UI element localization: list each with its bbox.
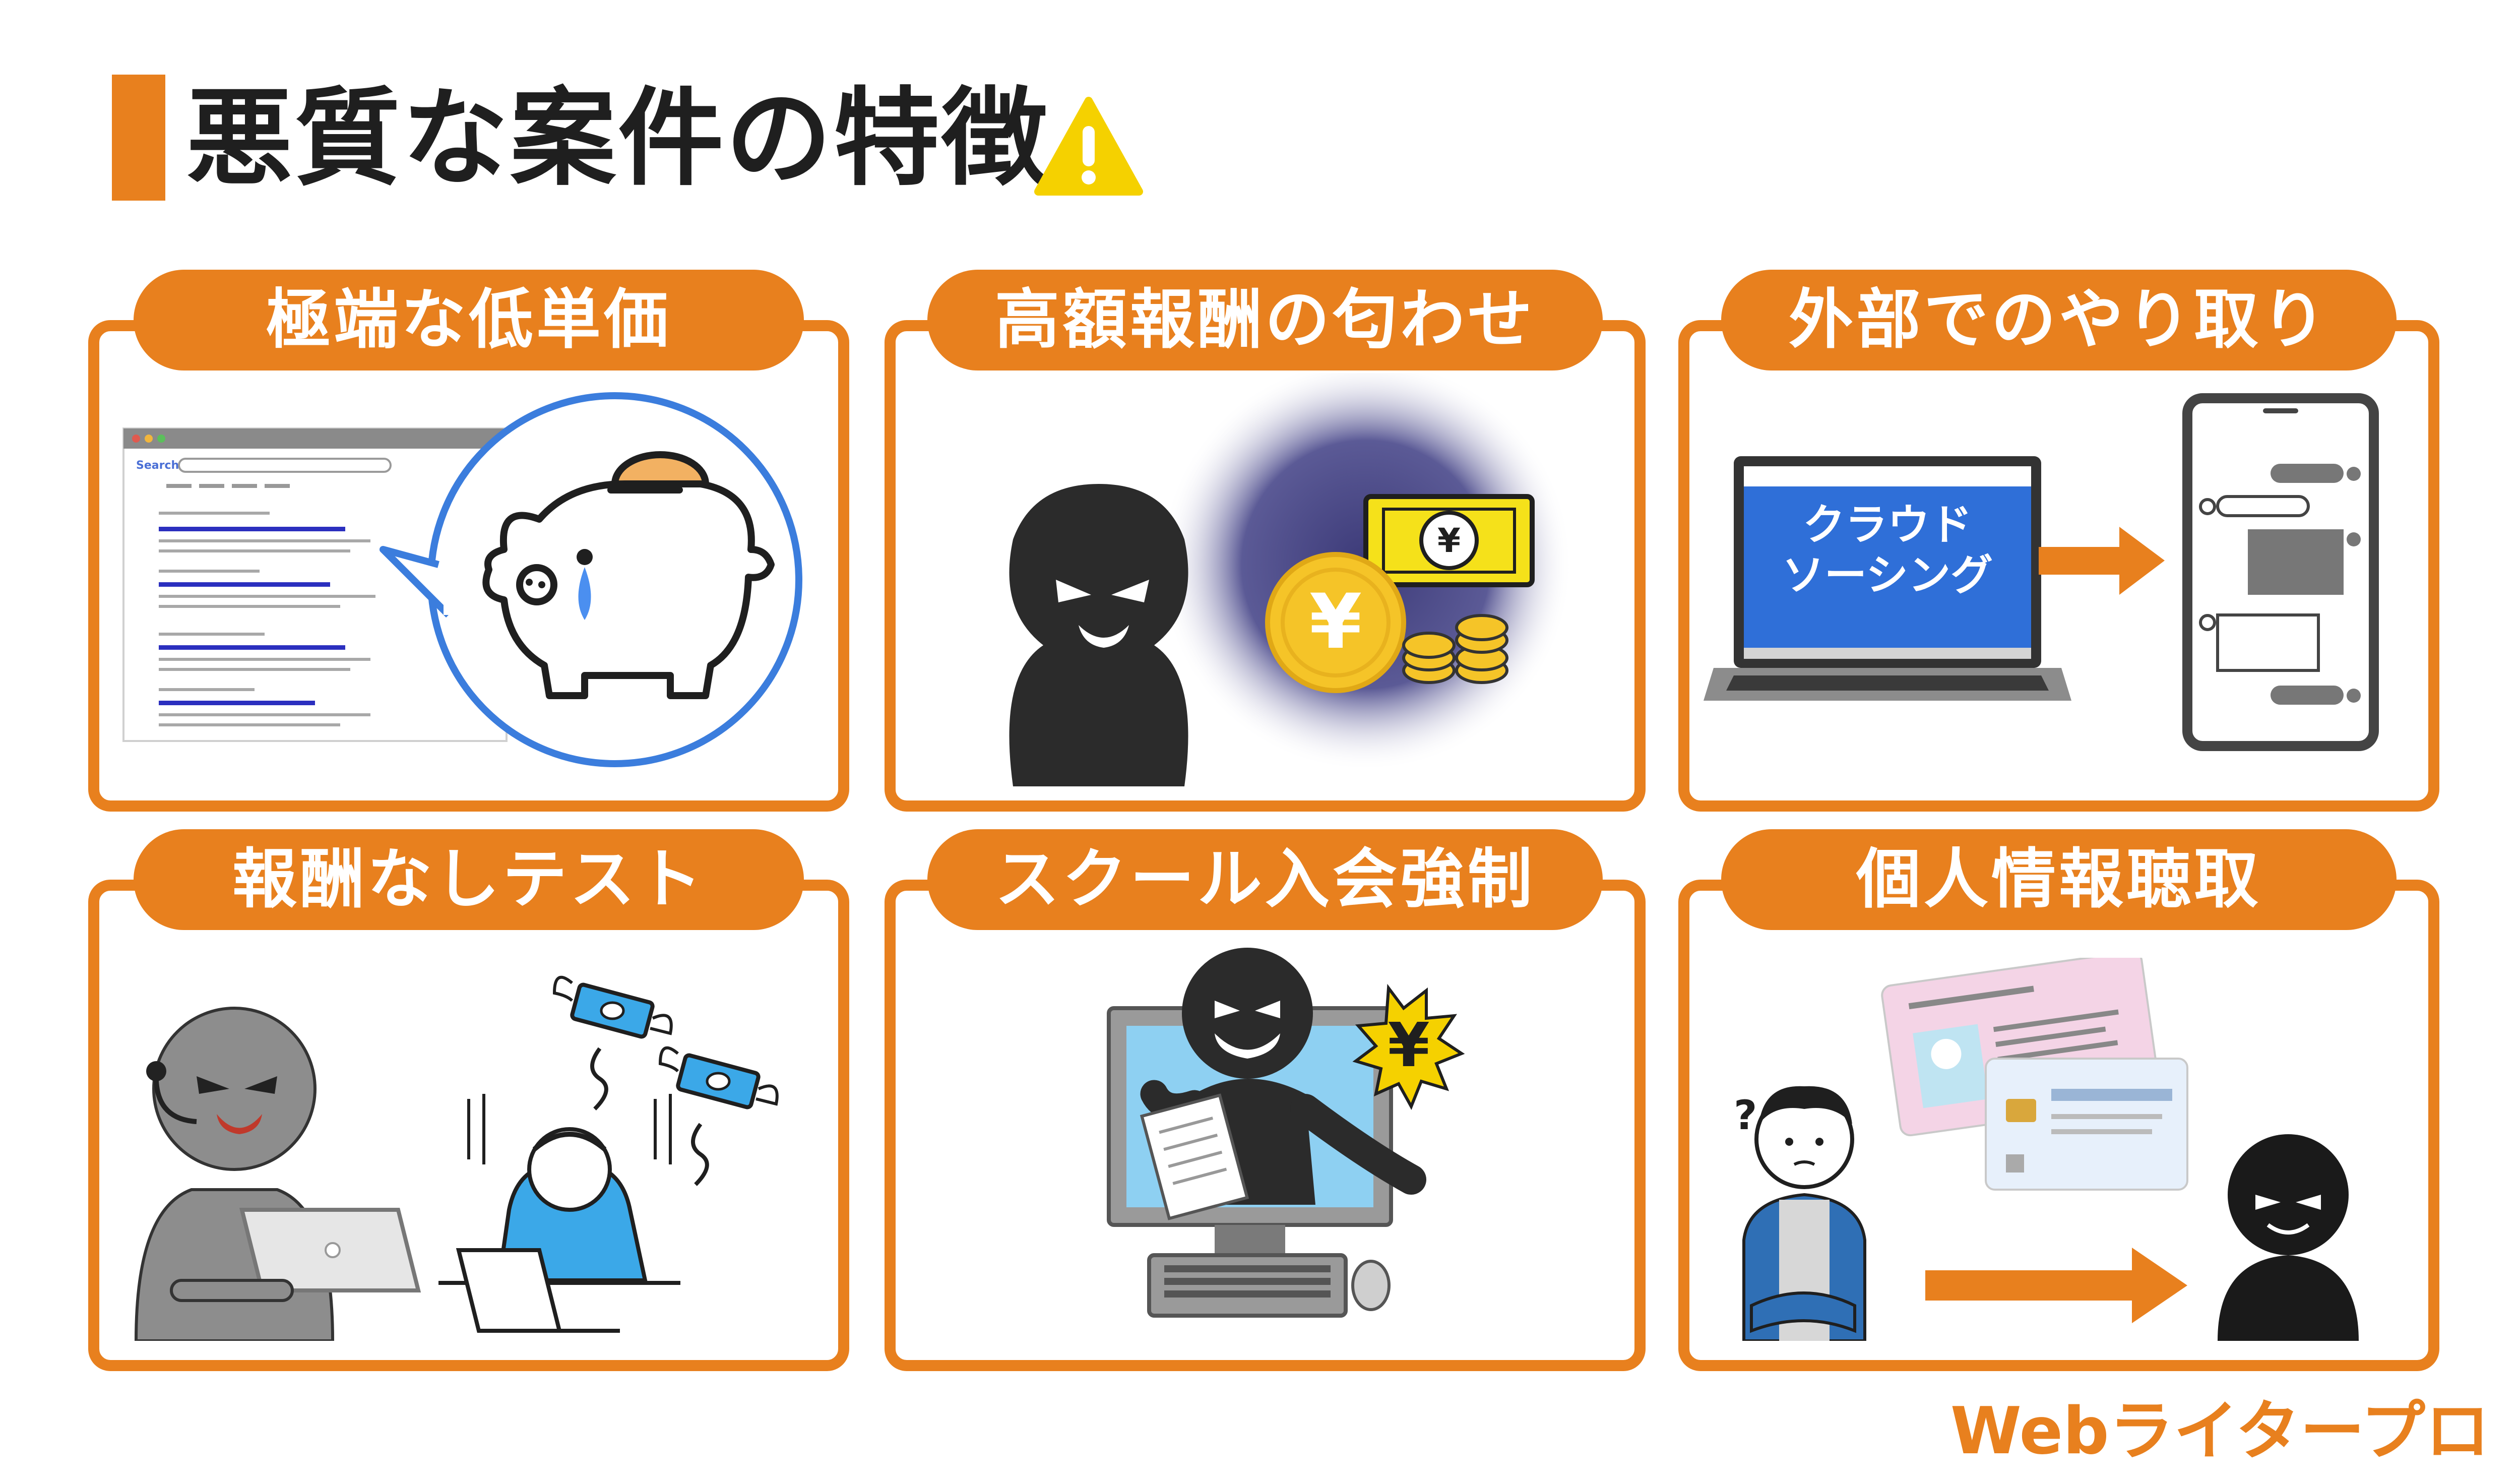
- svg-text:?: ?: [1734, 1092, 1757, 1139]
- shady-person-icon: [1009, 484, 1188, 786]
- yen-burst-icon: ¥: [1352, 983, 1465, 1110]
- card-label-low-price: 極端な低単価: [134, 270, 804, 371]
- smartphone-chat-icon: [2182, 393, 2379, 751]
- bank-card-icon: [1985, 1058, 2188, 1191]
- card-label-school-forced: スクール入会強制: [927, 829, 1603, 930]
- svg-text:¥: ¥: [1309, 578, 1362, 666]
- flying-money-icon: [552, 975, 779, 1186]
- card-label-unpaid-test: 報酬なしテスト: [134, 829, 804, 930]
- yen-coin-icon: ¥: [1265, 552, 1406, 693]
- svg-text:クラウド: クラウド: [1803, 500, 1972, 549]
- title-accent-bar: [112, 75, 165, 201]
- brand-logo-text: Webライタープロ: [1950, 1394, 2490, 1469]
- headset-person-icon: [134, 1007, 421, 1341]
- card-label-external-contact: 外部でのやり取り: [1721, 270, 2397, 371]
- question-person-icon: ?: [1734, 1086, 1866, 1341]
- banknote-icon: ¥: [1363, 494, 1535, 587]
- arrow-right-icon: [1925, 1248, 2187, 1323]
- laptop-to-phone-illustration: クラウド ソーシング: [1704, 393, 2379, 751]
- warning-icon: [1034, 97, 1143, 196]
- distressed-person-icon: [438, 1094, 680, 1333]
- svg-text:¥: ¥: [1437, 521, 1461, 560]
- svg-text:ソーシング: ソーシング: [1782, 550, 1993, 600]
- scammer-icon: [1140, 948, 1426, 1220]
- card-label-personal-info: 個人情報聴取: [1721, 829, 2397, 930]
- shady-person-money-illustration: ¥ ¥: [1009, 373, 1572, 786]
- svg-text:Search: Search: [136, 459, 179, 472]
- shady-person-icon: [2218, 1134, 2359, 1341]
- page-title: 悪質な案件の特徴: [186, 77, 1050, 200]
- arrow-right-icon: [2039, 527, 2165, 595]
- card-label-high-reward: 高額報酬の匂わせ: [927, 270, 1603, 371]
- unpaid-test-illustration: [134, 975, 779, 1341]
- coin-stack-icon: [1402, 614, 1508, 684]
- id-card-theft-illustration: ?: [1734, 958, 2359, 1341]
- svg-text:¥: ¥: [1388, 1011, 1430, 1081]
- search-results-piggy-illustration: Search: [122, 392, 802, 767]
- laptop-icon: クラウド ソーシング: [1704, 456, 2071, 701]
- crying-piggy-bank-icon: [482, 451, 775, 699]
- monitor-scammer-illustration: ¥: [1107, 948, 1465, 1318]
